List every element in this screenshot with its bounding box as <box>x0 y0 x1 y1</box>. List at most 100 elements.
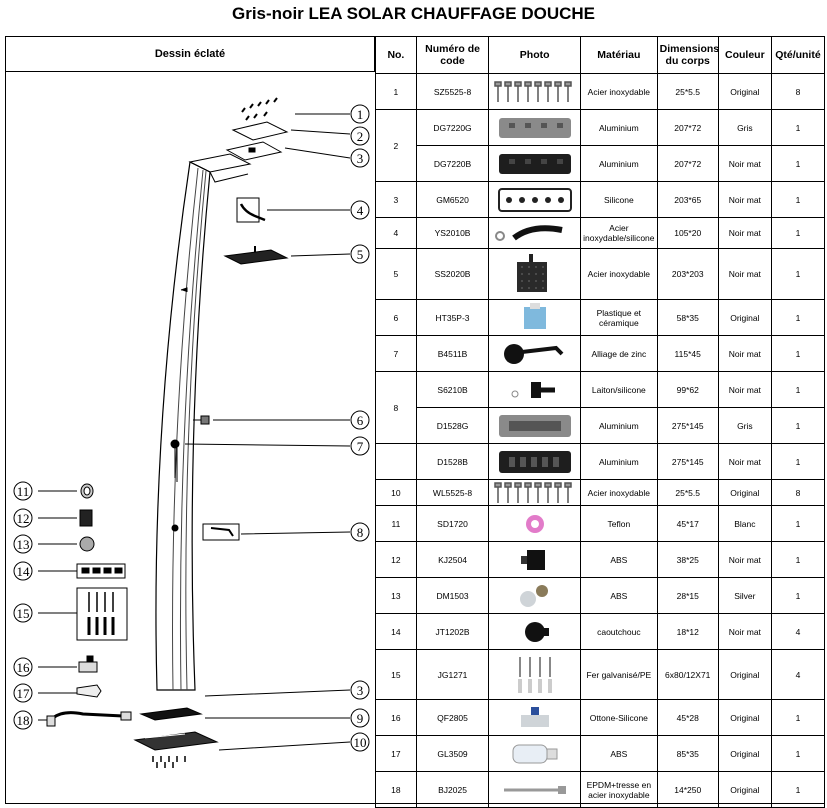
cell-material: Acier inoxydable <box>580 248 658 300</box>
callout-14: 14 <box>13 561 33 581</box>
cell-material: Aluminium <box>580 145 658 182</box>
cell-material: Fer galvanisé/PE <box>580 649 658 700</box>
cell-code: JG1271 <box>415 649 490 700</box>
svg-text:3: 3 <box>357 151 364 166</box>
callout-15: 15 <box>13 603 33 623</box>
wall-anchors-icon <box>76 587 128 641</box>
cell-dimensions: 18*12 <box>656 613 719 650</box>
anchors-photo <box>488 649 582 700</box>
valve-icon <box>78 661 98 673</box>
cell-color: Gris <box>717 407 772 444</box>
callout-9: 9 <box>350 708 370 728</box>
cell-dimensions: 203*65 <box>656 181 719 218</box>
cell-qty: 1 <box>770 109 826 146</box>
cell-dimensions: 203*203 <box>656 248 719 300</box>
cell-qty: 8 <box>770 479 826 506</box>
cell-dimensions: 25*5.5 <box>656 73 719 110</box>
hose-photo <box>488 771 582 808</box>
cell-material: ABS <box>580 735 658 772</box>
handle-photo <box>488 335 582 372</box>
cell-color: Original <box>717 649 772 700</box>
callout-3-bottom: 3 <box>350 680 370 700</box>
grey-base-photo <box>488 407 582 444</box>
cell-code: B4511B <box>415 335 490 372</box>
plug-photo <box>488 613 582 650</box>
cell-color: Original <box>717 699 772 736</box>
cell-material: Aluminium <box>580 443 658 480</box>
cell-dimensions: 58*35 <box>656 299 719 336</box>
svg-text:7: 7 <box>357 439 364 454</box>
callout-6: 6 <box>350 410 370 430</box>
col-qty: Qté/unité <box>770 36 826 74</box>
cell-qty: 1 <box>770 505 826 542</box>
connector-photo <box>488 541 582 578</box>
screws-photo <box>488 479 582 506</box>
cell-qty: 1 <box>770 699 826 736</box>
showerhead-photo <box>488 248 582 300</box>
table-header-row: No. Numéro de code Photo Matériau Dimens… <box>375 36 826 74</box>
cell-qty: 1 <box>770 371 826 408</box>
cell-color: Original <box>717 479 772 506</box>
cell-dimensions: 85*35 <box>656 735 719 772</box>
exploded-view-header: Dessin éclaté <box>5 36 375 72</box>
cell-no: 5 <box>375 248 417 300</box>
cell-qty: 1 <box>770 407 826 444</box>
top-gasket-icon <box>225 141 283 161</box>
cell-color: Blanc <box>717 505 772 542</box>
shower-column <box>155 161 211 691</box>
cell-qty: 1 <box>770 443 826 480</box>
svg-text:13: 13 <box>17 537 30 552</box>
cell-color: Gris <box>717 109 772 146</box>
cell-material: Plastique et céramique <box>580 299 658 336</box>
cell-color: Noir mat <box>717 145 772 182</box>
cell-code: DM1503 <box>415 577 490 614</box>
cell-qty: 1 <box>770 541 826 578</box>
cell-qty: 1 <box>770 335 826 372</box>
col-color: Couleur <box>717 36 772 74</box>
callout-2: 2 <box>350 126 370 146</box>
svg-text:4: 4 <box>357 203 364 218</box>
cell-dimensions: 99*62 <box>656 371 719 408</box>
cell-code: DG7220G <box>415 109 490 146</box>
cell-dimensions: 28*15 <box>656 577 719 614</box>
cell-no: 13 <box>375 577 417 614</box>
svg-text:16: 16 <box>17 660 31 675</box>
cell-no: 6 <box>375 299 417 336</box>
cell-color: Silver <box>717 577 772 614</box>
connector-icon <box>79 509 93 527</box>
valve-photo <box>488 699 582 736</box>
svg-text:14: 14 <box>17 564 31 579</box>
cell-material: Acier inoxydable <box>580 479 658 506</box>
cell-code: GM6520 <box>415 181 490 218</box>
cell-qty: 4 <box>770 649 826 700</box>
cell-no: 15 <box>375 649 417 700</box>
svg-text:12: 12 <box>17 511 30 526</box>
cell-dimensions: 45*28 <box>656 699 719 736</box>
tap-icon <box>202 523 240 541</box>
cell-color: Original <box>717 771 772 808</box>
cell-color: Noir mat <box>717 248 772 300</box>
cell-code: SS2020B <box>415 248 490 300</box>
svg-text:17: 17 <box>17 686 31 701</box>
black-base-photo <box>488 443 582 480</box>
hose-icon <box>52 711 124 720</box>
cell-no: 11 <box>375 505 417 542</box>
cell-material: ABS <box>580 541 658 578</box>
cell-dimensions: 38*25 <box>656 541 719 578</box>
cell-no: 18 <box>375 771 417 808</box>
cell-dimensions: 6x80/12X71 <box>656 649 719 700</box>
cell-code: YS2010B <box>415 217 490 249</box>
svg-text:3: 3 <box>357 683 364 698</box>
callout-7: 7 <box>350 436 370 456</box>
col-material: Matériau <box>580 36 658 74</box>
cell-no: 7 <box>375 335 417 372</box>
